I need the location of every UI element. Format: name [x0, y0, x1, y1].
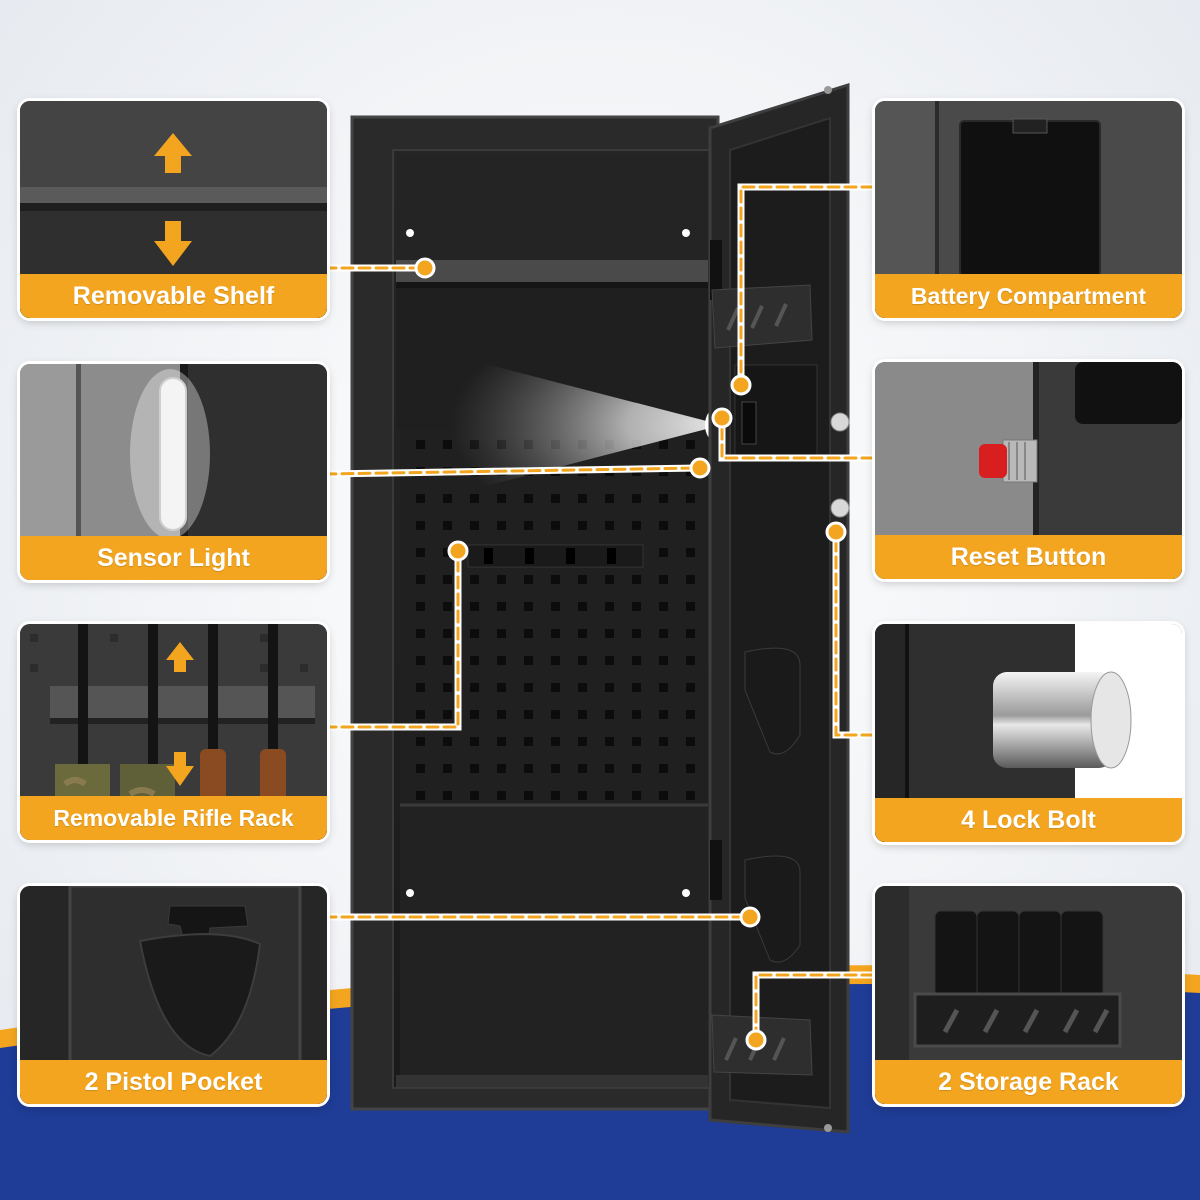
connector-storage-rack	[752, 971, 877, 1044]
callout-dot	[414, 257, 436, 279]
panel-removable-shelf: Removable Shelf	[20, 101, 327, 318]
connector-reset-button	[718, 414, 877, 462]
rifle-rack-bracket	[467, 544, 644, 568]
connector-rifle-rack	[321, 547, 462, 731]
door-hinge	[710, 240, 722, 300]
battery-compartment-label: Battery Compartment	[875, 274, 1182, 318]
magazines	[934, 910, 1104, 1004]
sensor-light-strip	[159, 377, 187, 531]
mount-hole	[406, 229, 414, 237]
panel-battery-compartment: Battery Compartment	[875, 101, 1182, 318]
arrow-down-icon	[166, 752, 194, 786]
callout-dot	[730, 374, 752, 396]
callout-dot	[711, 407, 733, 429]
storage-rack-label: 2 Storage Rack	[875, 1060, 1182, 1104]
connector-sensor-light	[321, 464, 704, 478]
door-storage-rack-top	[711, 284, 813, 349]
shelf	[396, 260, 708, 282]
panel-reset-button: Reset Button	[875, 362, 1182, 579]
connector-lock-bolt	[832, 528, 877, 739]
callout-dot	[689, 457, 711, 479]
panel-sensor-light: Sensor Light	[20, 364, 327, 580]
callout-dot	[825, 521, 847, 543]
reset-red-button	[979, 444, 1007, 478]
door-pistol-pocket	[744, 647, 801, 755]
callout-dot	[447, 540, 469, 562]
shelf-edge	[20, 187, 327, 203]
removable-shelf-label: Removable Shelf	[20, 274, 327, 318]
mount-hole	[682, 229, 690, 237]
sensor-light-label: Sensor Light	[20, 536, 327, 580]
holster-pocket	[138, 933, 262, 1058]
lock-bolt	[830, 412, 850, 432]
pegboard	[400, 430, 708, 805]
pistol-pocket-label: 2 Pistol Pocket	[20, 1060, 327, 1104]
arrow-down-icon	[154, 221, 192, 266]
lock-bolt	[830, 498, 850, 518]
callout-dot	[739, 906, 761, 928]
panel-pistol-pocket: 2 Pistol Pocket	[20, 886, 327, 1104]
connector-battery-compartment	[737, 183, 877, 389]
removable-rifle-rack-label: Removable Rifle Rack	[20, 796, 327, 840]
panel-storage-rack: 2 Storage Rack	[875, 886, 1182, 1104]
panel-removable-rifle-rack: Removable Rifle Rack	[20, 624, 327, 840]
callout-dot	[745, 1029, 767, 1051]
panel-lock-bolt: 4 Lock Bolt	[875, 624, 1182, 842]
door-pistol-pocket	[744, 855, 801, 963]
door-hinge	[710, 840, 722, 900]
lock-bolt-label: 4 Lock Bolt	[875, 798, 1182, 842]
top-compartment	[396, 153, 708, 261]
reset-button-label: Reset Button	[875, 535, 1182, 579]
mount-hole	[682, 889, 690, 897]
lower-panel	[400, 805, 708, 1075]
chrome-bolt	[993, 672, 1113, 768]
sensor-light-beam	[450, 360, 722, 490]
arrow-up-icon	[154, 133, 192, 173]
battery-cover	[959, 120, 1101, 277]
arrow-up-icon	[166, 642, 194, 672]
rack-bracket	[913, 992, 1122, 1048]
mount-hole	[406, 889, 414, 897]
